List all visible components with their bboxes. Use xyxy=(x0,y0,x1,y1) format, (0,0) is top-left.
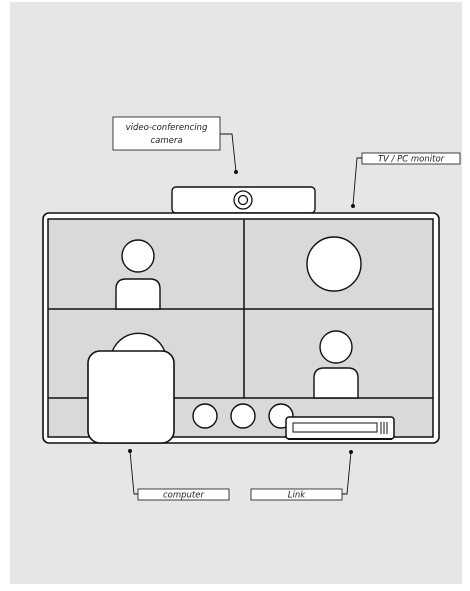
computer xyxy=(87,350,175,444)
computer-label-box xyxy=(137,488,230,501)
computer-label: computer xyxy=(163,491,204,501)
control-circle-2 xyxy=(230,403,256,429)
participant-4-head xyxy=(319,330,353,364)
monitor-label: TV / PC monitor xyxy=(378,155,445,165)
computer-leader-line xyxy=(129,450,138,495)
participant-4-body xyxy=(313,367,359,399)
camera-leader-dot xyxy=(234,170,238,174)
participant-1-head xyxy=(121,239,155,273)
link-device-slot xyxy=(292,422,378,433)
camera-label-line1: video-conferencing xyxy=(126,123,208,133)
monitor-leader-dot xyxy=(351,204,355,208)
participant-1-body xyxy=(115,278,161,310)
link-leader-line xyxy=(342,451,352,495)
control-circle-1 xyxy=(192,403,218,429)
camera-label-line2: camera xyxy=(150,136,182,146)
camera-lens-inner xyxy=(237,194,249,206)
camera-leader-line xyxy=(220,133,237,173)
link-label-box xyxy=(250,488,343,501)
participant-2-avatar xyxy=(306,236,362,292)
camera-label-box xyxy=(112,116,221,151)
monitor-leader-line xyxy=(352,157,362,206)
monitor-label-box xyxy=(361,152,461,165)
link-label: Link xyxy=(288,491,306,501)
